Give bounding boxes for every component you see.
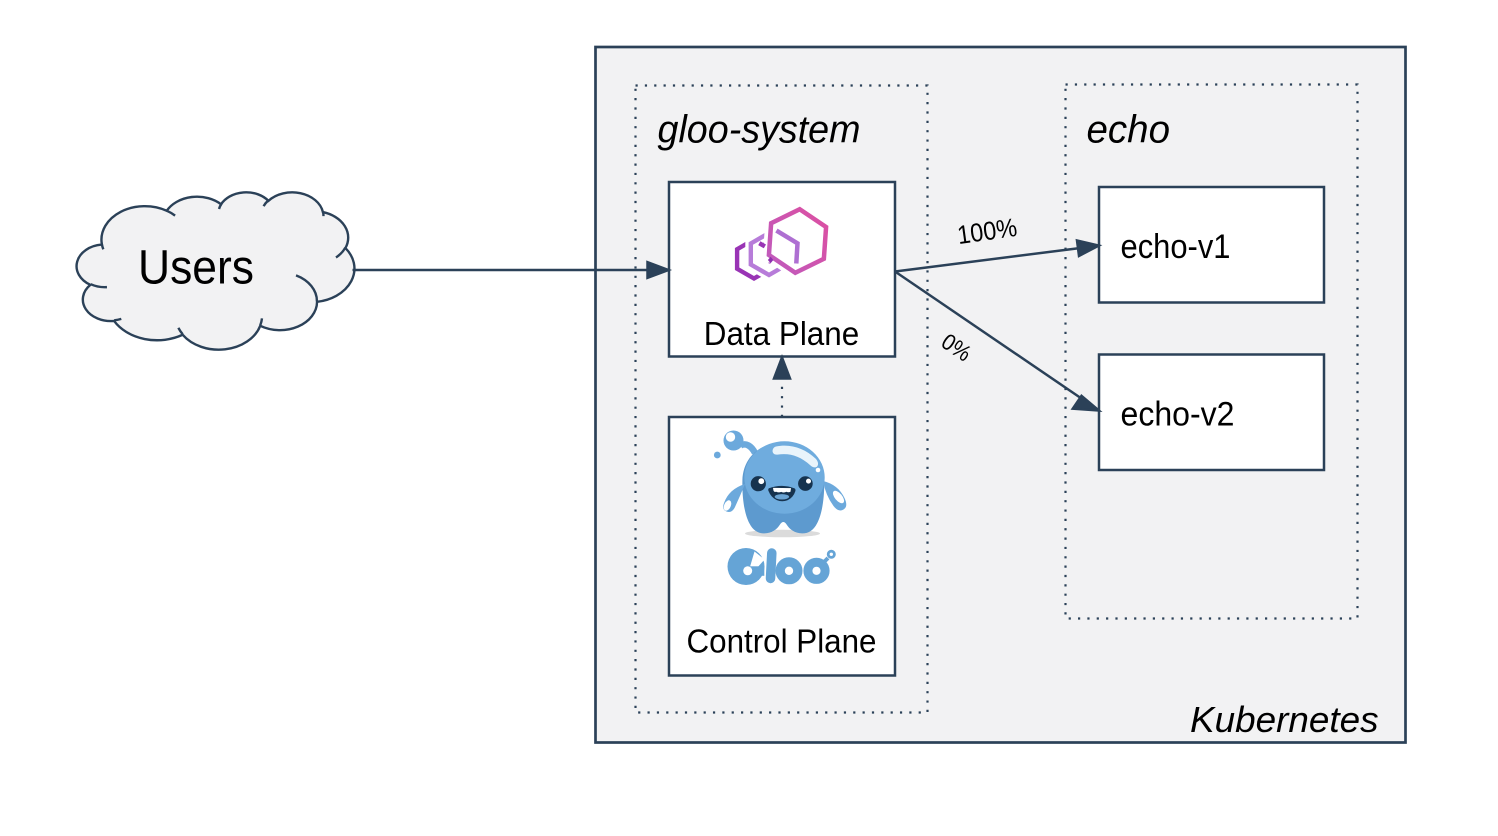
svg-text:Users: Users [138, 241, 254, 295]
svg-text:echo-v2: echo-v2 [1121, 396, 1235, 434]
svg-text:gloo-system: gloo-system [658, 109, 861, 152]
svg-text:Control Plane: Control Plane [687, 623, 877, 660]
svg-text:echo: echo [1087, 109, 1171, 152]
svg-text:Data Plane: Data Plane [704, 315, 860, 352]
svg-text:echo-v1: echo-v1 [1121, 228, 1231, 266]
svg-text:Kubernetes: Kubernetes [1190, 699, 1379, 740]
